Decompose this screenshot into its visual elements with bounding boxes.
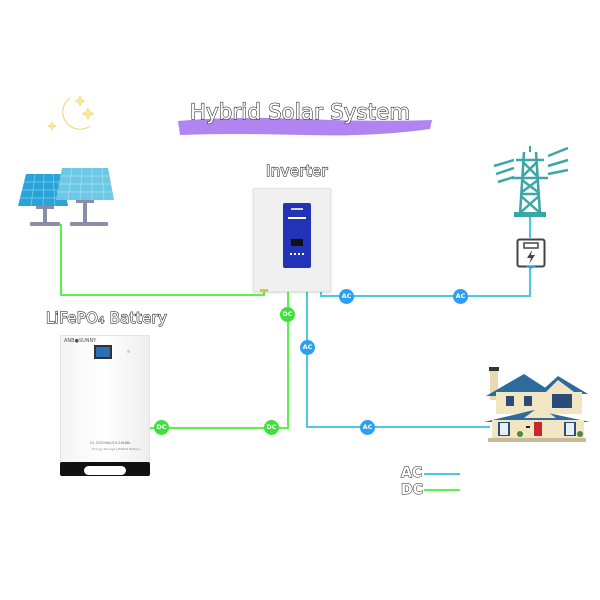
page-title: Hybrid Solar System bbox=[189, 99, 411, 124]
moon-stars-icon bbox=[47, 95, 95, 131]
solar-panel-icon bbox=[18, 167, 114, 226]
inverter-panel-text bbox=[291, 208, 303, 210]
battery-spec-subtitle: Energy Storage LiFePO4 Battery bbox=[92, 447, 141, 451]
battery-handle bbox=[84, 466, 126, 475]
inverter-ac-grid-badge: AC bbox=[339, 289, 354, 304]
ac-line-house bbox=[306, 290, 490, 428]
power-pylon-icon bbox=[493, 146, 569, 217]
battery-screen bbox=[94, 345, 112, 359]
house-icon bbox=[484, 367, 590, 442]
dc-line-battery bbox=[148, 290, 289, 429]
dc-line-solar bbox=[60, 224, 265, 296]
inverter-label: Inverter bbox=[265, 161, 328, 180]
bus-dc-badge: DC bbox=[264, 420, 279, 435]
ac-line-grid bbox=[320, 268, 531, 297]
battery-spec: 51.2V200Ah/10.24kWh bbox=[90, 441, 131, 445]
battery-indicator bbox=[127, 350, 130, 353]
legend-ac-label: AC bbox=[400, 465, 423, 482]
title-brush-stroke bbox=[178, 117, 432, 136]
legend-dc-label: DC bbox=[401, 482, 424, 499]
inverter-buttons bbox=[290, 253, 304, 257]
house-ac-badge: AC bbox=[360, 420, 375, 435]
inverter-display-panel bbox=[283, 203, 311, 268]
battery-label: LiFePO₄ Battery bbox=[45, 308, 168, 327]
inverter-panel-brand bbox=[288, 217, 306, 219]
grid-ac-badge: AC bbox=[453, 289, 468, 304]
inverter-terminal bbox=[260, 289, 268, 292]
inverter-dc-badge: DC bbox=[280, 307, 295, 322]
battery-brand: ANB●SUNNY bbox=[64, 338, 97, 344]
inverter-ac-out-badge: AC bbox=[300, 340, 315, 355]
inverter-lcd bbox=[291, 239, 303, 246]
battery-dc-badge: DC bbox=[154, 420, 169, 435]
electric-meter-icon bbox=[516, 238, 546, 269]
